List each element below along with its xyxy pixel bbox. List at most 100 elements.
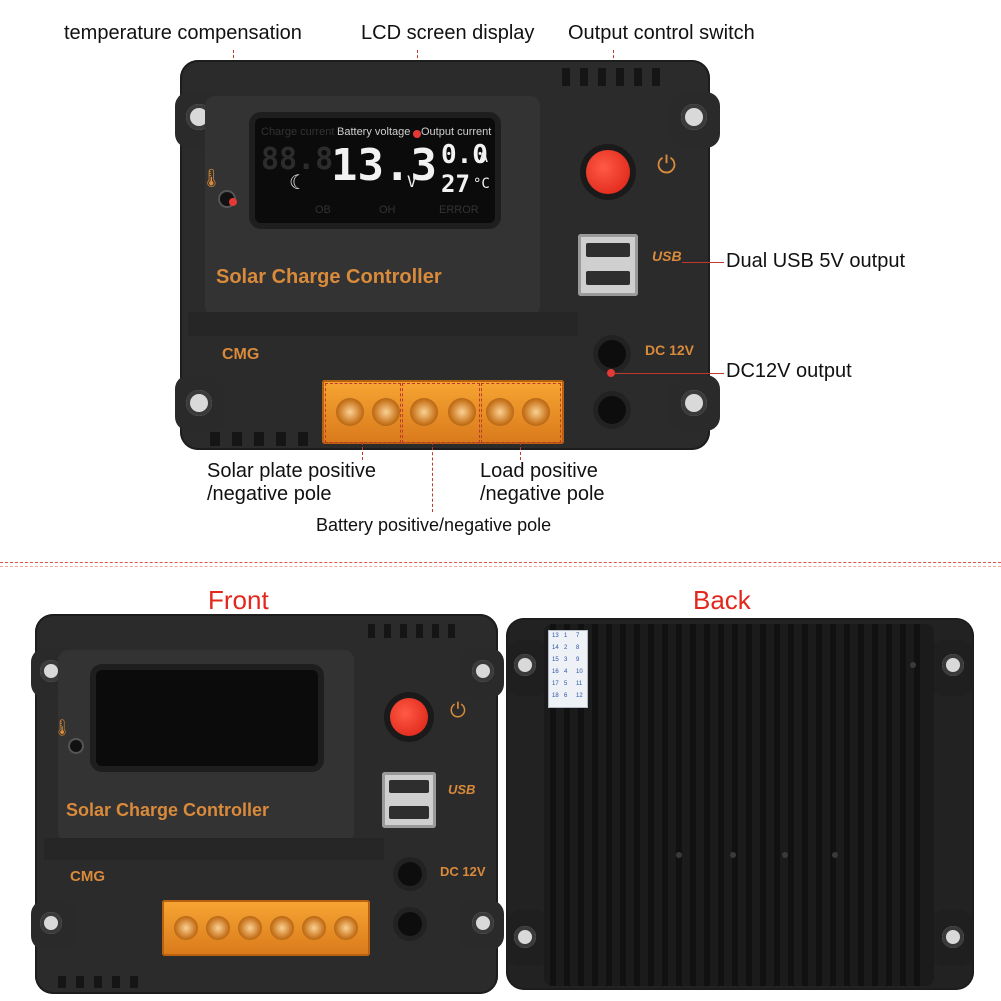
panel-groove — [188, 312, 578, 336]
terminal-screw[interactable] — [174, 916, 198, 940]
vent-slot — [634, 68, 642, 86]
vent-slot — [112, 976, 120, 988]
screw-hole — [782, 852, 788, 858]
heatsink — [544, 624, 934, 986]
mount-hole — [681, 104, 707, 130]
lcd-status-ob: OB — [315, 204, 331, 216]
terminal-screw[interactable] — [410, 398, 438, 426]
leader-battery — [432, 442, 433, 512]
terminal-screw[interactable] — [302, 916, 326, 940]
sticker-cell: 8 — [576, 645, 580, 651]
callout-temperature-compensation: temperature compensation — [64, 22, 302, 44]
lcd-charge-current-label: Charge current — [261, 126, 335, 138]
mount-hole — [186, 390, 212, 416]
usb-port-2[interactable] — [586, 271, 630, 285]
sticker-cell: 2 — [564, 645, 568, 651]
terminal-screw[interactable] — [522, 398, 550, 426]
device-title-front: Solar Charge Controller — [66, 800, 270, 820]
sticker-cell: 16 — [552, 669, 559, 675]
sticker-cell: 18 — [552, 693, 559, 699]
device-brand-front: CMG — [70, 868, 105, 885]
mount-hole — [472, 660, 494, 682]
callout-load-pole: Load positive /negative pole — [480, 460, 605, 505]
vent-slot — [232, 432, 242, 446]
mount-hole — [942, 926, 964, 948]
mount-hole — [472, 912, 494, 934]
sticker-cell: 3 — [564, 657, 568, 663]
output-control-switch[interactable] — [586, 150, 630, 194]
power-icon: ⏻ — [450, 700, 466, 722]
leader-dc — [615, 373, 724, 374]
usb-port-1[interactable] — [586, 243, 630, 257]
sticker-cell: 13 — [552, 633, 559, 639]
terminal-screw[interactable] — [334, 916, 358, 940]
dc-output-jack-1[interactable] — [598, 340, 626, 368]
terminal-screw[interactable] — [486, 398, 514, 426]
callout-dc12v-output: DC12V output — [726, 360, 852, 382]
terminal-screw[interactable] — [206, 916, 230, 940]
callout-output-control-switch: Output control switch — [568, 22, 755, 44]
mount-hole — [40, 660, 62, 682]
screw-hole — [832, 852, 838, 858]
sticker-cell: 1 — [564, 633, 568, 639]
marker-lcd — [413, 130, 421, 138]
terminal-screw[interactable] — [372, 398, 400, 426]
marker-dc — [607, 369, 615, 377]
sticker-cell: 10 — [576, 669, 583, 675]
usb-port-2[interactable] — [389, 806, 429, 819]
sticker-cell: 6 — [564, 693, 568, 699]
panel-groove — [44, 838, 384, 860]
dc-label-top: DC 12V — [645, 342, 695, 358]
terminal-screw[interactable] — [336, 398, 364, 426]
marker-temperature — [229, 198, 237, 206]
mount-hole — [514, 926, 536, 948]
terminal-screw[interactable] — [238, 916, 262, 940]
lcd-status-oh: OH — [379, 204, 396, 216]
mount-hole — [40, 912, 62, 934]
vent-slot — [254, 432, 264, 446]
output-control-switch-front[interactable] — [390, 698, 428, 736]
lcd-temperature-unit: °C — [473, 176, 490, 192]
screw-hole — [730, 852, 736, 858]
lcd-current-value: 0.0 — [441, 140, 488, 170]
terminal-screw[interactable] — [270, 916, 294, 940]
leader-solar — [362, 442, 363, 460]
frame-load-terminals — [481, 383, 561, 443]
vent-slot — [416, 624, 423, 638]
lcd-voltage-value: 13.3 — [331, 140, 437, 191]
callout-battery-pole: Battery positive/negative pole — [316, 515, 552, 535]
sticker-cell: 4 — [564, 669, 568, 675]
sticker-cell: 14 — [552, 645, 559, 651]
vent-slot — [448, 624, 455, 638]
vent-slot — [580, 68, 588, 86]
vent-slot — [58, 976, 66, 988]
screw-hole — [910, 662, 916, 668]
lcd-display-off — [96, 670, 318, 766]
vent-slot — [76, 976, 84, 988]
usb-label-front: USB — [448, 782, 476, 797]
usb-port-1[interactable] — [389, 780, 429, 793]
lcd-temperature-value: 27 — [441, 170, 470, 198]
vent-slot — [94, 976, 102, 988]
device-title-top: Solar Charge Controller — [216, 266, 442, 288]
sticker-cell: 12 — [576, 693, 583, 699]
dc-output-jack-2[interactable] — [598, 396, 626, 424]
lcd-voltage-unit: V — [407, 172, 417, 191]
vent-slot — [384, 624, 391, 638]
callout-lcd-screen-display: LCD screen display — [361, 22, 535, 44]
vent-slot — [616, 68, 624, 86]
dc-label-front: DC 12V — [440, 864, 486, 879]
lcd-current-unit: A — [479, 148, 489, 166]
front-heading: Front — [208, 585, 269, 615]
device-brand-top: CMG — [222, 346, 260, 363]
leader-load — [520, 442, 521, 460]
section-divider-shadow — [0, 566, 1001, 567]
dc-output-jack-2[interactable] — [398, 912, 422, 936]
thermometer-icon: 🌡 — [200, 168, 223, 188]
sticker-cell: 9 — [576, 657, 580, 663]
terminal-screw[interactable] — [448, 398, 476, 426]
vent-slot — [432, 624, 439, 638]
dc-output-jack-1[interactable] — [398, 862, 422, 886]
mount-hole — [681, 390, 707, 416]
vent-slot — [400, 624, 407, 638]
